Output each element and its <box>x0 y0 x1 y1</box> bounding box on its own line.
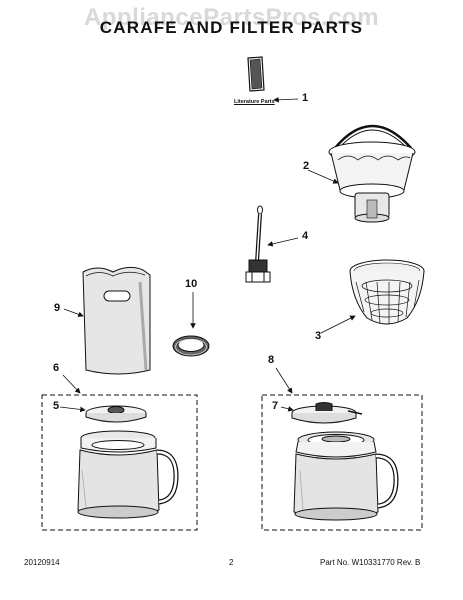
carafe-brush <box>245 205 271 283</box>
callout-1: 1 <box>302 92 309 104</box>
gasket-ring <box>172 335 210 357</box>
callout-4: 4 <box>302 230 309 242</box>
callout-7: 7 <box>272 400 279 412</box>
assembly-box-right <box>261 394 423 531</box>
carafe-sleeve <box>82 266 151 375</box>
callout-9: 9 <box>54 302 61 314</box>
callout-3: 3 <box>315 330 322 342</box>
assembly-box-left <box>41 394 198 531</box>
footer-part-number: Part No. W10331770 Rev. B <box>320 558 421 567</box>
literature-booklet <box>247 56 265 92</box>
footer-date: 20120914 <box>24 558 60 567</box>
carafe-lid-left <box>85 405 147 423</box>
callout-6: 6 <box>53 362 60 374</box>
callout-8: 8 <box>268 354 275 366</box>
page-title: CARAFE AND FILTER PARTS <box>99 18 364 37</box>
literature-parts-label: Literature Parts <box>234 99 275 105</box>
filter-basket <box>328 124 416 223</box>
callout-5: 5 <box>53 400 60 412</box>
carafe-left <box>77 430 179 519</box>
callout-10: 10 <box>185 278 198 290</box>
permanent-filter <box>349 259 425 325</box>
carafe-right <box>293 431 399 521</box>
callout-2: 2 <box>303 160 310 172</box>
carafe-lid-right <box>291 402 363 424</box>
watermark: AppliancePartsPros.com <box>83 4 380 31</box>
footer-page-number: 2 <box>229 558 234 567</box>
